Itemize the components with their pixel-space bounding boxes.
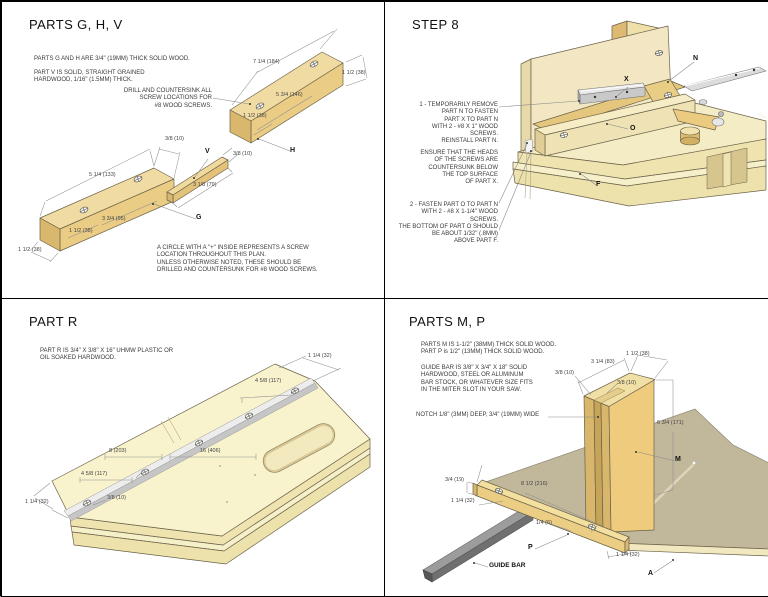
label-part-x: X [624,76,629,83]
label-part-p: P [528,544,533,551]
label-part-f: F [596,181,601,188]
dim-p-offset: 1 1/4 (32) [616,552,640,558]
dim-r-screw-bl: 4 5/8 (117) [81,471,108,477]
dim-m-height: 6 3/4 (171) [657,420,684,426]
label-part-h: H [290,147,296,154]
dim-v-width-2: 3/8 (10) [233,151,252,157]
label-part-g: G [196,214,202,221]
step-8-drawing [498,20,768,231]
part-r-drawing [33,355,371,565]
q4-note-thickness: PARTS M IS 1-1/2" (38MM) THICK SOLID WOO… [421,342,557,356]
dim-h-end: 1 1/2 (38) [342,70,366,76]
q2-title: STEP 8 [412,17,459,32]
dim-p-screw: 8 1/2 (216) [521,481,548,487]
dim-r-screw-tr: 4 5/8 (117) [255,378,282,384]
q1-note-screw-symbol: A CIRCLE WITH A "+" INSIDE REPRESENTS A … [157,245,318,273]
dim-p-screw-offset: 1 1/4 (32) [451,498,475,504]
label-part-o: O [630,125,636,132]
label-part-v: V [205,148,210,155]
label-guide-bar: GUIDE BAR [489,562,526,569]
dim-r-width: 3/8 (10) [107,495,126,501]
label-part-m: M [675,456,681,463]
dim-r-offset-tr: 1 1/4 (32) [308,353,332,359]
parts-mp-drawing [422,354,768,583]
panel-parts-ghv: PARTS G, H, V PARTS G AND H ARE 3/4" (19… [1,1,385,299]
label-part-n: N [693,55,699,62]
dim-v-width-1: 3/8 (10) [165,136,184,142]
dim-m-depth: 3 1/4 (83) [591,359,615,365]
q4-note-notch: NOTCH 1/8" (3MM) DEEP, 3/4" (19MM) WIDE [416,412,540,418]
dim-r-kerf: 8 (203) [109,448,127,454]
dim-g-screw-right: 3 3/4 (95) [102,216,126,222]
q3-note-material: PART R IS 3/4" X 3/8" X 16" UHMW PLASTIC… [40,348,174,362]
dim-g-screw-left: 1 1/2 (38) [69,228,93,234]
q3-title: PART R [29,314,78,329]
dim-v-length: 3 1/8 (79) [193,182,217,188]
dim-m-thick: 1 1/2 (38) [626,351,650,357]
dim-h-length: 7 1/4 (184) [253,59,280,65]
dim-r-offset-bl: 1 1/4 (32) [25,499,49,505]
q4-title: PARTS M, P [409,314,486,329]
panel-parts-mp: PARTS M, P PARTS M IS 1-1/2" (38MM) THIC… [384,298,768,597]
label-part-a: A [648,570,654,577]
dim-g-end: 1 1/2 (38) [18,247,42,253]
dim-notch-right: 3/8 (10) [617,380,636,386]
q1-title: PARTS G, H, V [29,17,123,32]
panel-part-r: PART R PART R IS 3/4" X 3/8" X 16" UHMW … [1,298,385,597]
dim-h-screw-right: 5 3/4 (146) [276,92,303,98]
dim-notch-left: 3/8 (10) [555,370,574,376]
parts-ghv-drawing [29,28,368,263]
q1-note-thickness: PARTS G AND H ARE 3/4" (19MM) THICK SOLI… [34,56,190,62]
dim-h-screw-left: 1 1/2 (38) [243,113,267,119]
dim-edge-gap: 1/4 (6) [536,520,552,526]
dim-r-length: 16 (406) [200,448,221,454]
dim-p-thick: 3/4 (19) [445,477,464,483]
dim-g-length: 5 1/4 (133) [89,172,116,178]
